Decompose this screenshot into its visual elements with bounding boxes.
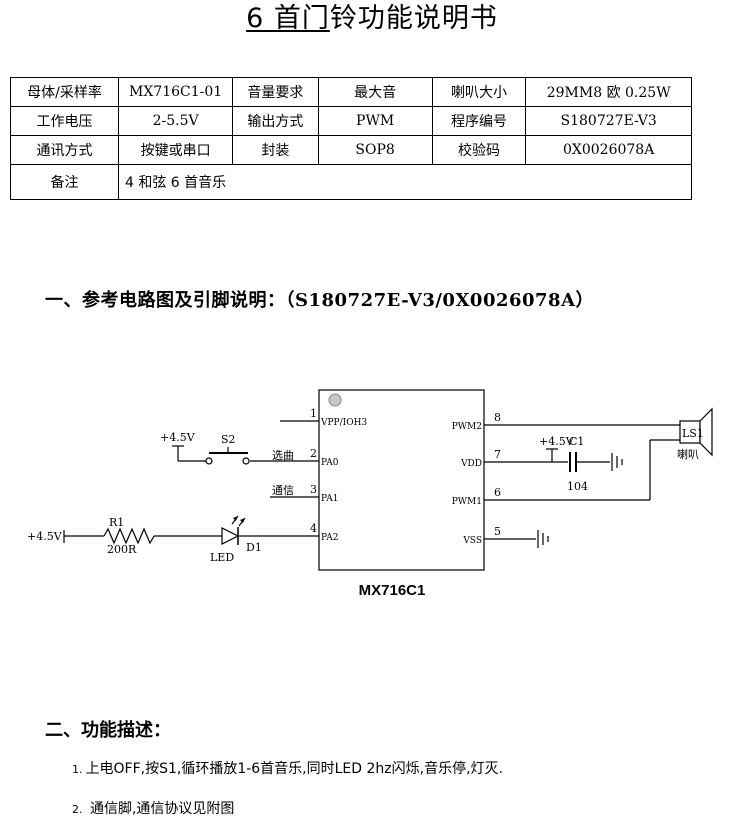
pin-name: PA2: [321, 533, 338, 543]
pin-name: VDD: [460, 459, 482, 469]
list-item-text: 上电OFF,按S1,循环播放1-6首音乐,同时LED 2hz闪烁,音乐停,灯灭.: [85, 761, 504, 777]
table-row: 备注 4 和弦 6 首音乐: [10, 164, 692, 200]
switch-ref: S2: [221, 433, 236, 446]
pin-number: 7: [494, 448, 501, 461]
led-vcc-label: +4.5V: [27, 530, 63, 543]
spec-label: 输出方式: [232, 106, 319, 136]
pin-name: PA1: [321, 494, 338, 504]
pin-number: 6: [494, 486, 501, 499]
resistor: [103, 527, 155, 545]
resistor-value: 200R: [107, 543, 137, 556]
table-row: 母体/采样率 MX716C1-01 音量要求 最大音 喇叭大小 29MM8 欧 …: [10, 77, 692, 107]
pin-number: 8: [494, 411, 501, 424]
led-arrowhead1: [233, 516, 238, 521]
pin-number: 1: [310, 407, 317, 420]
note-label: 备注: [10, 164, 119, 200]
cap-vcc-label: +4.5V: [539, 435, 575, 448]
pin-name: PA0: [321, 458, 339, 468]
title-underlined: 6 首门: [246, 3, 330, 34]
cap-ref: C1: [569, 435, 584, 448]
spec-value: 最大音: [317, 77, 433, 107]
spec-label: 母体/采样率: [10, 77, 119, 107]
spec-label: 封装: [232, 135, 319, 165]
spec-value: 29MM8 欧 0.25W: [525, 77, 692, 107]
pin-number: 4: [310, 522, 317, 535]
resistor-ref: R1: [109, 516, 124, 529]
list-item: 2. 通信脚,通信协议见附图: [72, 798, 234, 818]
document-title: 6 首门铃功能说明书: [0, 0, 744, 35]
comm-label: 通信: [272, 484, 294, 497]
note-value: 4 和弦 6 首音乐: [118, 164, 692, 200]
spec-table: 母体/采样率 MX716C1-01 音量要求 最大音 喇叭大小 29MM8 欧 …: [10, 77, 692, 200]
chip-pin1-marker: [328, 393, 342, 407]
switch-contact-left: [205, 457, 213, 465]
led-arrowhead2: [240, 518, 245, 523]
list-item-text: 通信脚,通信协议见附图: [85, 801, 235, 817]
pin-name: PWM1: [452, 497, 482, 507]
spec-value: 按键或串口: [117, 135, 234, 165]
switch-vcc-label: +4.5V: [160, 431, 196, 444]
list-item-number: 2.: [72, 803, 83, 816]
list-item-number: 1.: [72, 763, 83, 776]
switch-contact-right: [242, 457, 250, 465]
speaker-cone: [699, 407, 713, 457]
section2-heading: 二、功能描述：: [45, 720, 171, 741]
spec-label: 音量要求: [232, 77, 319, 107]
led-triangle: [221, 527, 240, 545]
pin-number: 2: [310, 447, 317, 460]
select-label: 选曲: [272, 449, 294, 462]
pin-number: 5: [494, 525, 501, 538]
section1-heading: 一、参考电路图及引脚说明：（S180727E-V3/0X0026078A）: [45, 290, 595, 311]
spec-value: 2-5.5V: [117, 106, 234, 136]
spec-label: 通讯方式: [10, 135, 119, 165]
speaker-label: 喇叭: [677, 447, 699, 461]
table-row: 通讯方式 按键或串口 封装 SOP8 校验码 0X0026078A: [10, 135, 692, 165]
cap-value: 104: [567, 480, 588, 493]
pin-name: VSS: [462, 536, 482, 546]
spec-value: PWM: [317, 106, 433, 136]
pin-number: 3: [310, 483, 317, 496]
pin-name: PWM2: [452, 422, 482, 432]
spec-value: SOP8: [317, 135, 433, 165]
pin-name: VPP/IOH3: [320, 418, 367, 428]
list-item: 1.上电OFF,按S1,循环播放1-6首音乐,同时LED 2hz闪烁,音乐停,灯…: [72, 758, 503, 778]
led-ref: D1: [246, 541, 262, 554]
spec-label: 工作电压: [10, 106, 119, 136]
table-row: 工作电压 2-5.5V 输出方式 PWM 程序编号 S180727E-V3: [10, 106, 692, 136]
speaker-ref: LS1: [682, 427, 704, 440]
led-label: LED: [210, 551, 234, 564]
chip-name: MX716C1: [359, 582, 426, 599]
chip-body: [318, 389, 485, 571]
title-rest: 铃功能说明书: [329, 3, 498, 34]
spec-label: 程序编号: [431, 106, 527, 136]
spec-value: S180727E-V3: [525, 106, 692, 136]
